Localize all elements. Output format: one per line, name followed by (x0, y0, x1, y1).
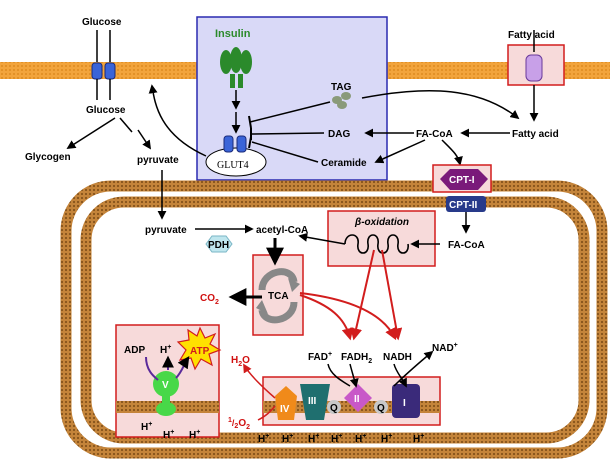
dag-inhibition-line (251, 132, 325, 135)
atp-synthase-icon (153, 371, 179, 416)
q-label-1: Q (330, 403, 338, 414)
beta-ox-to-nadh-arrow (381, 249, 403, 341)
fa-coa-cytosol-label: FA-CoA (416, 129, 453, 140)
glucose-inside-label: Glucose (86, 105, 126, 116)
beta-oxidation-label: β-oxidation (354, 217, 409, 228)
half-o2-label: 1/2O2 (228, 417, 250, 431)
tag-inhibition-line (249, 101, 331, 123)
complex-iv-icon (275, 386, 297, 420)
complex-iv-to-h2o-arrow (243, 363, 276, 399)
glut4-to-glucose-arrow (148, 84, 207, 157)
adp-label: ADP (124, 345, 145, 356)
svg-text:H+: H+ (381, 433, 392, 445)
complex-iii-icon (300, 384, 330, 420)
q-carrier-icon-2 (374, 400, 388, 414)
proton-row: H+ H+ H+ H+ H+ H+ H+ (258, 433, 424, 445)
cpt2-label: CPT-II (449, 200, 478, 211)
ceramide-label: Ceramide (321, 158, 367, 169)
tag-label: TAG (331, 82, 352, 93)
nadh-to-complex-i-arrow (393, 363, 407, 388)
h-plus-atp-3: H+ (189, 429, 200, 441)
fatty-acid-outside-label: Fatty acid (508, 30, 555, 41)
cpt1-icon (440, 169, 488, 190)
facoa-to-cpt1-arrow (441, 139, 463, 166)
tag-to-fatty-acid-arrow (361, 89, 520, 120)
fatty-acid-transporter-icon (525, 54, 543, 82)
svg-text:H+: H+ (308, 433, 319, 445)
nadh-label: NADH (383, 352, 412, 363)
pyruvate-cytosol-label: pyruvate (137, 155, 179, 166)
insulin-receptor-icon (220, 47, 252, 88)
glycogen-label: Glycogen (25, 152, 71, 163)
complex-ii-icon (344, 384, 372, 412)
dag-label: DAG (328, 129, 350, 140)
q-carrier-icon (327, 400, 341, 414)
complex-i-label: I (403, 398, 406, 409)
glucose-transporter-icon (91, 30, 116, 100)
tca-to-fadh2-arrow (299, 294, 354, 341)
atp-burst-icon (176, 326, 222, 371)
svg-text:H+: H+ (282, 433, 293, 445)
insulin-label: Insulin (215, 28, 251, 40)
pdh-icon (205, 235, 233, 253)
h2o-label: H2O (231, 355, 250, 368)
tca-cycle-icon (256, 268, 300, 324)
arrow-to-glycogen (66, 117, 116, 149)
o2-to-complex-iv-line (257, 405, 276, 421)
nad-label: NAD+ (432, 342, 458, 354)
atp-output-arrow (175, 356, 190, 379)
ceramide-inhibition-line (251, 141, 319, 163)
cpt2-icon (446, 196, 486, 212)
fatty-acid-inside-label: Fatty acid (512, 129, 559, 140)
h-plus-atp-2: H+ (163, 429, 174, 441)
beta-ox-to-acetylcoa-arrow (298, 232, 346, 245)
complex-iv-label: IV (280, 404, 290, 415)
h-plus-atp-1: H+ (141, 421, 152, 433)
svg-text:H+: H+ (355, 433, 366, 445)
mitochondrion-outer-membrane (60, 180, 608, 459)
pdh-label: PDH (208, 240, 229, 251)
fad-to-complex-ii-line (327, 363, 351, 387)
svg-text:H+: H+ (258, 433, 269, 445)
atp-label: ATP (190, 346, 210, 357)
pyruvate-mito-label: pyruvate (145, 225, 187, 236)
fadh2-to-complex-ii-arrow (349, 363, 359, 388)
co2-label: CO2 (200, 293, 219, 306)
beta-ox-to-fadh2-arrow (350, 249, 375, 341)
tca-label: TCA (268, 291, 289, 302)
q-label-2: Q (377, 403, 385, 414)
arrow-glycolysis-1 (119, 117, 133, 133)
arrow-glycolysis-2 (137, 129, 151, 150)
mitochondrion-inner-membrane (80, 196, 590, 444)
glut4-vesicle (205, 147, 267, 177)
fa-coa-mito-label: FA-CoA (448, 240, 485, 251)
glucose-outside-label: Glucose (82, 17, 122, 28)
cpt1-label: CPT-I (449, 175, 475, 186)
complex-i-icon (392, 384, 420, 418)
complex-iii-label: III (308, 396, 317, 407)
h-plus-top-label: H+ (160, 344, 171, 356)
adp-arrow (145, 356, 159, 381)
svg-text:H+: H+ (413, 433, 424, 445)
fadh2-label: FADH2 (341, 352, 372, 365)
beta-oxidation-coil-icon (344, 234, 409, 254)
lipid-droplet-icon (332, 92, 351, 109)
glut4-label: GLUT4 (217, 160, 249, 171)
svg-text:H+: H+ (331, 433, 342, 445)
complex-i-to-nad-arrow (393, 350, 434, 387)
acetyl-coa-label: acetyl-CoA (256, 225, 308, 236)
complex-v-label: V (162, 380, 169, 391)
glut4-transporter-icon (223, 135, 247, 153)
complex-ii-label: II (354, 394, 360, 405)
facoa-to-ceramide-arrow (374, 139, 426, 164)
fad-label: FAD+ (308, 351, 332, 363)
